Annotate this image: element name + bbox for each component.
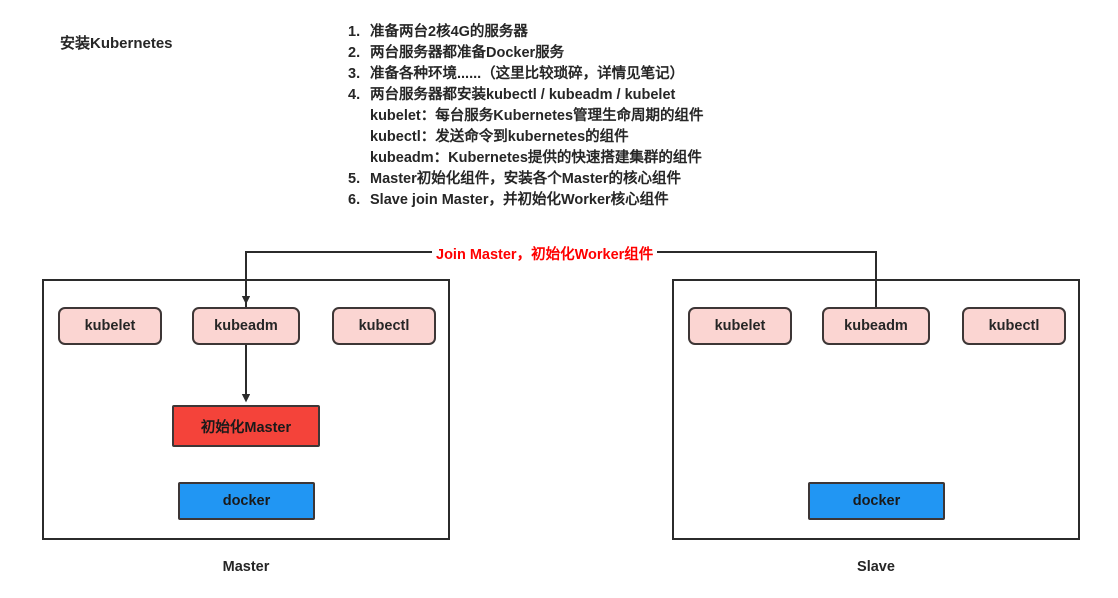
master-component-kubelet[interactable]: kubelet — [58, 307, 162, 345]
step-text: 准备两台2核4G的服务器 — [370, 24, 528, 40]
slave-host-label: Slave — [857, 559, 895, 575]
step-number: 4. — [348, 87, 361, 103]
step-number: 3. — [348, 66, 361, 82]
step-number: 5. — [348, 171, 361, 187]
step-sub-item: kubectl：发送命令到kubernetes的组件 — [370, 129, 629, 145]
master-docker-node[interactable]: docker — [178, 482, 315, 520]
step-number: 2. — [348, 45, 361, 61]
step-item: 2. 两台服务器都准备Docker服务 — [348, 43, 704, 64]
join-master-edge-label: Join Master，初始化Worker组件 — [432, 243, 658, 264]
slave-docker-node[interactable]: docker — [808, 482, 945, 520]
step-text: 两台服务器都安装kubectl / kubeadm / kubelet — [370, 87, 676, 103]
slave-component-kubectl[interactable]: kubectl — [962, 307, 1066, 345]
step-text: 两台服务器都准备Docker服务 — [370, 45, 565, 61]
slave-component-kubelet[interactable]: kubelet — [688, 307, 792, 345]
page-title: 安装Kubernetes — [60, 35, 173, 52]
step-text: Slave join Master，并初始化Worker核心组件 — [370, 192, 669, 208]
master-component-kubeadm[interactable]: kubeadm — [192, 307, 300, 345]
master-host-container — [42, 279, 450, 540]
step-text: 准备各种环境......（这里比较琐碎，详情见笔记） — [370, 66, 685, 82]
step-item: 1. 准备两台2核4G的服务器 — [348, 22, 704, 43]
step-text: Master初始化组件，安装各个Master的核心组件 — [370, 171, 681, 187]
slave-host-container — [672, 279, 1080, 540]
steps-list: 1. 准备两台2核4G的服务器 2. 两台服务器都准备Docker服务 3. 准备各种环境… — [348, 22, 704, 211]
step-sub-item: kubeadm：Kubernetes提供的快速搭建集群的组件 — [370, 150, 702, 166]
step-number: 6. — [348, 192, 361, 208]
step-item: 4. 两台服务器都安装kubectl / kubeadm / kubelet — [348, 85, 704, 106]
master-component-kubectl[interactable]: kubectl — [332, 307, 436, 345]
step-item: 6. Slave join Master，并初始化Worker核心组件 — [348, 190, 704, 211]
step-number: 1. — [348, 24, 361, 40]
master-init-node[interactable]: 初始化Master — [172, 405, 320, 447]
step-item: 5. Master初始化组件，安装各个Master的核心组件 — [348, 169, 704, 190]
master-host-label: Master — [222, 559, 270, 575]
step-sub-item: kubelet：每台服务Kubernetes管理生命周期的组件 — [370, 108, 704, 124]
slave-component-kubeadm[interactable]: kubeadm — [822, 307, 930, 345]
step-item: 3. 准备各种环境......（这里比较琐碎，详情见笔记） — [348, 64, 704, 85]
